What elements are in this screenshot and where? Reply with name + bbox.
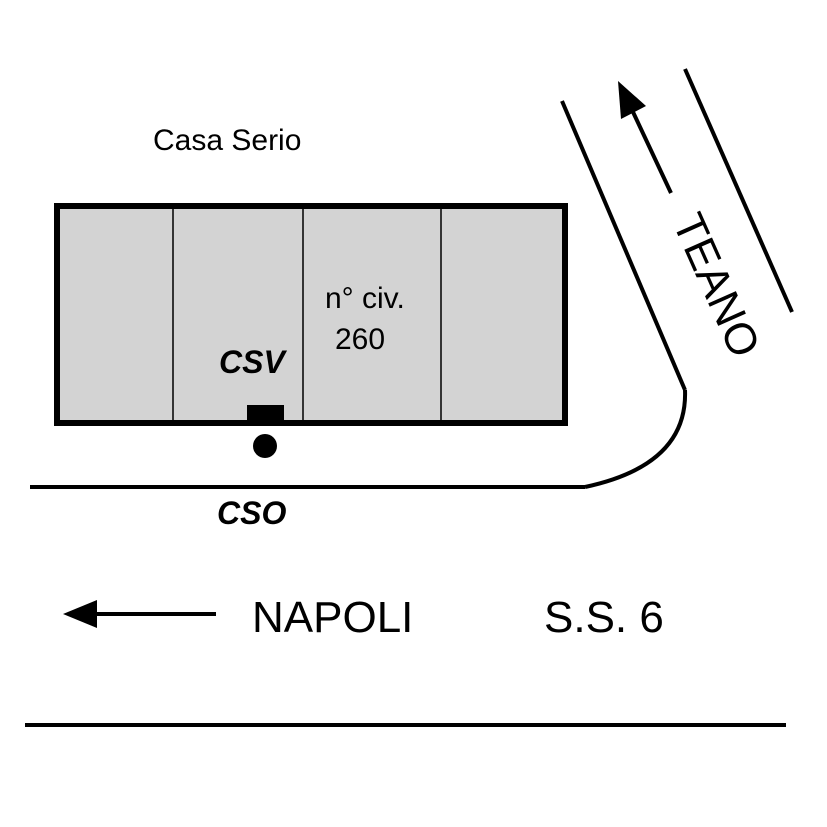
rectangle-marker-icon — [247, 405, 284, 423]
building-outline — [54, 203, 568, 426]
house-number: 260 — [335, 323, 385, 356]
dot-marker-icon — [253, 434, 277, 458]
road-teano-inner-curve — [584, 389, 688, 489]
road-teano-label: TEANO — [663, 206, 769, 364]
csv-label: CSV — [219, 344, 287, 380]
house-number-caption: n° civ. — [325, 282, 405, 315]
cso-label: CSO — [217, 495, 286, 531]
road-teano-outer-edge — [683, 68, 794, 313]
arrow-up-left-icon — [618, 81, 673, 194]
road-teano-inner-edge — [560, 100, 687, 391]
road-ss6-label: S.S. 6 — [544, 593, 664, 642]
arrow-left-icon — [63, 600, 216, 628]
building-name-label: Casa Serio — [153, 124, 301, 157]
road-napoli-label: NAPOLI — [252, 593, 413, 642]
building-casa-serio — [54, 203, 568, 426]
